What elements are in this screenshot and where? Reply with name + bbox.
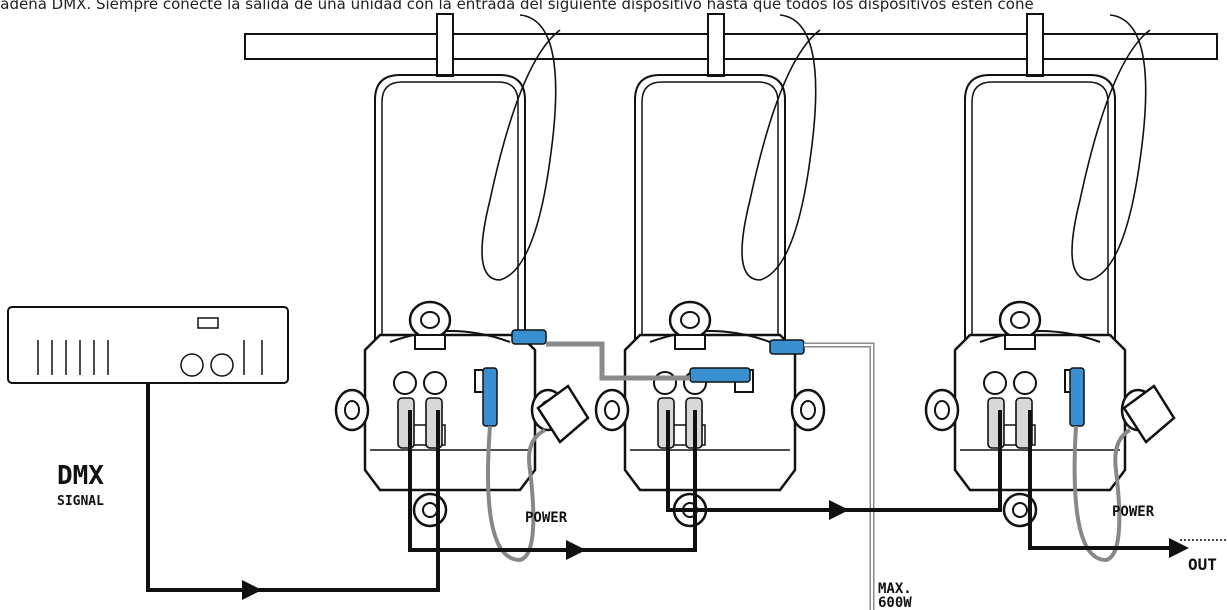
par-fixture-icon: [594, 13, 826, 528]
truss-bar: [244, 33, 1218, 60]
clamp-icon: [436, 13, 1044, 77]
dmx-signal-path: [146, 383, 1227, 600]
signal-label: SIGNAL: [57, 494, 104, 509]
out-label: OUT: [1188, 555, 1217, 574]
par-fixture-icon: [924, 13, 1156, 528]
watts-label: 600W: [878, 595, 912, 610]
dmx-controller-icon: [7, 306, 289, 384]
caption-text: cadena DMX. Siempre conecte la salida de…: [0, 0, 1034, 13]
power-label: POWER: [525, 510, 568, 526]
max-label: MAX.: [878, 581, 912, 597]
dmx-label: DMX: [57, 461, 104, 491]
power-label: POWER: [1112, 504, 1155, 520]
